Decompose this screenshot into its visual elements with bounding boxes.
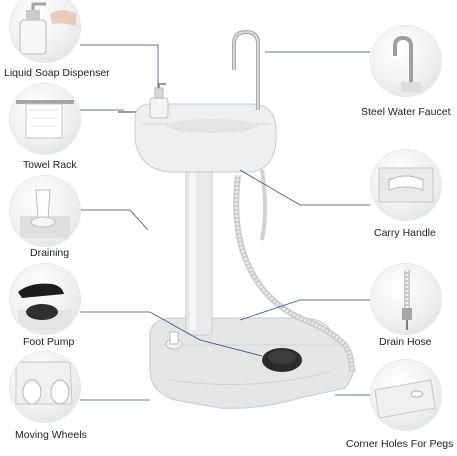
callout-corner (371, 360, 441, 430)
faucet-icon (393, 35, 421, 92)
soap-dispenser-icon (19, 2, 76, 55)
foot-pump-icon (18, 283, 72, 330)
handle-icon (378, 167, 434, 203)
label-faucet: Steel Water Faucet (361, 106, 451, 118)
callout-handle (371, 150, 441, 220)
label-wheels: Moving Wheels (15, 429, 87, 441)
hose-icon (402, 270, 412, 330)
sink-basin (134, 103, 277, 173)
label-towel: Towel Rack (23, 159, 77, 171)
label-pump: Foot Pump (23, 336, 75, 348)
soap-bottle (149, 97, 169, 119)
label-drain: Draining (30, 247, 70, 259)
wheel-icon (15, 361, 73, 405)
faucet-pipe (232, 29, 260, 110)
label-soap: Liquid Soap Dispenser (4, 67, 110, 79)
label-hose: Drain Hose (379, 336, 432, 348)
drain-hose (233, 174, 355, 373)
callout-drain (10, 176, 80, 246)
label-corner: Corner Holes For Pegs (346, 438, 454, 450)
pedestal-column (185, 164, 213, 336)
callout-hose (371, 264, 441, 334)
callout-soap (10, 0, 80, 62)
callout-faucet (371, 26, 441, 96)
callout-pump (10, 264, 80, 334)
drain-icon (20, 189, 70, 238)
label-handle: Carry Handle (374, 227, 436, 239)
foot-pump-pedal (262, 348, 302, 372)
callout-wheels (10, 352, 80, 422)
peg-hole-icon (374, 379, 436, 419)
callout-towel (10, 84, 80, 154)
water-tank (149, 317, 355, 409)
towel-rack-icon (16, 100, 74, 139)
